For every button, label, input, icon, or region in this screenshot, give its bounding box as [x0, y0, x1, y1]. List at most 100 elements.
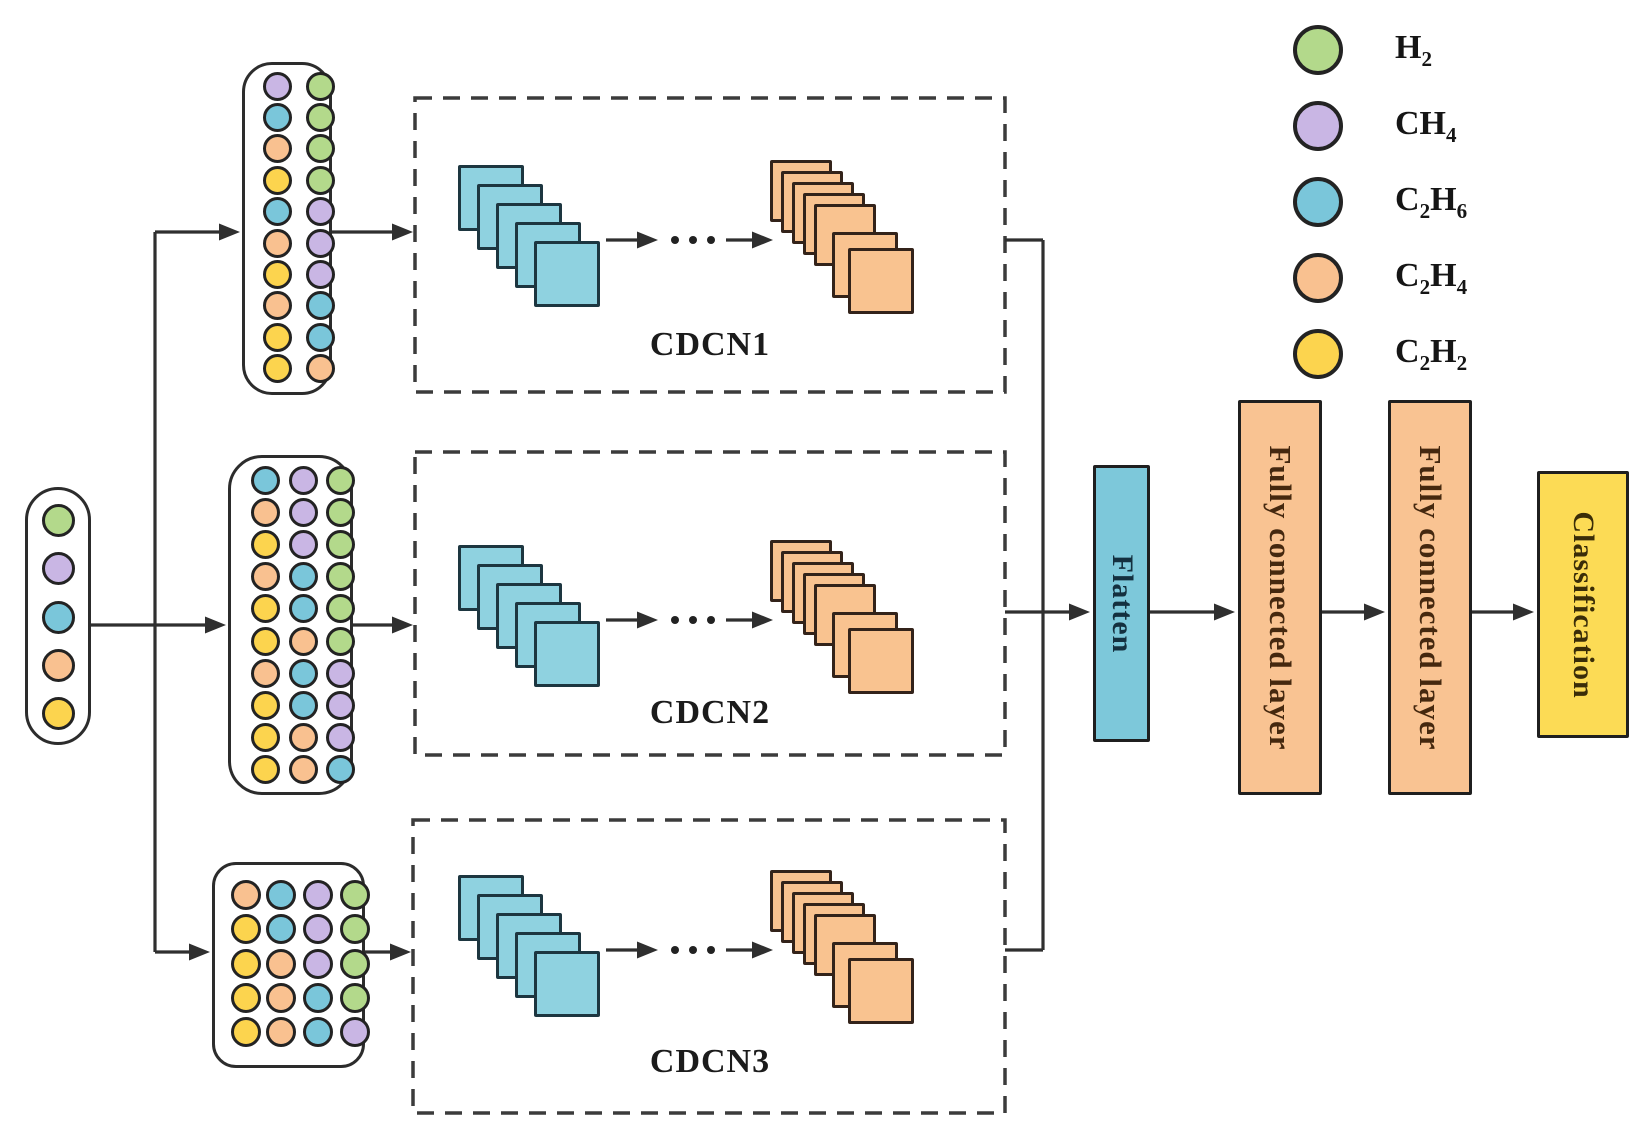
gas-dot-orange [266, 982, 296, 1013]
gas-dot-purple [41, 551, 75, 585]
gas-dot-purple [306, 197, 335, 227]
legend-dot-green [1293, 25, 1343, 75]
arrowhead [752, 611, 773, 629]
gas-dot-orange [41, 648, 75, 682]
ellipsis-dot [689, 616, 697, 624]
arrowhead [219, 223, 240, 241]
gas-dot-blue [288, 562, 318, 592]
gas-dot-yellow [251, 626, 280, 656]
gas-dot-blue [306, 322, 335, 352]
legend-dot-blue [1293, 177, 1343, 227]
legend-item-C2H6: C2H6 [1293, 177, 1467, 227]
gas-dot-yellow [231, 948, 261, 979]
classification-label: Classification [1567, 510, 1600, 699]
gas-dot-blue [288, 690, 318, 720]
gas-dot-yellow [263, 259, 292, 289]
gas-dot-purple [288, 529, 318, 559]
arrowhead [637, 231, 658, 249]
ellipsis-dot [707, 616, 715, 624]
gas-dot-blue [326, 755, 355, 785]
output-feature-map [848, 628, 914, 694]
ellipsis-dot [671, 616, 679, 624]
ellipsis-dot [707, 236, 715, 244]
gas-dot-yellow [263, 354, 292, 384]
fully-connected-layer-2-box: Fully connected layer [1388, 400, 1472, 795]
arrowhead [189, 943, 210, 961]
input-feature-map [534, 951, 600, 1017]
gas-dot-yellow [251, 723, 280, 753]
matrix-triple-combinations [228, 455, 355, 795]
ellipsis-dot [707, 946, 715, 954]
gas-dot-blue [251, 465, 280, 495]
gas-dot-orange [263, 291, 292, 321]
gas-dot-green [340, 982, 370, 1013]
gas-dot-purple [303, 914, 333, 945]
gas-dot-green [41, 503, 75, 537]
gas-dot-green [326, 562, 355, 592]
legend-dot-orange [1293, 253, 1343, 303]
gas-dot-yellow [231, 914, 261, 945]
arrowhead [752, 231, 773, 249]
gas-dot-yellow [251, 529, 280, 559]
gas-dot-green [326, 497, 355, 527]
gas-dot-blue [41, 600, 75, 634]
input-feature-map [534, 621, 600, 687]
gas-dot-orange [263, 134, 292, 164]
gas-dot-orange [251, 562, 280, 592]
legend-label-C2H4: C2H4 [1395, 256, 1468, 299]
gas-dot-orange [266, 948, 296, 979]
legend-item-H2: H2 [1293, 25, 1467, 75]
gas-dot-purple [303, 880, 333, 910]
gas-dot-blue [263, 102, 292, 132]
gas-dot-purple [263, 71, 292, 101]
arrowhead [1364, 603, 1385, 621]
cdcn2-dashed-box [413, 450, 1007, 757]
gas-dot-yellow [263, 165, 292, 195]
gas-dot-orange [288, 626, 318, 656]
gas-dot-purple [288, 497, 318, 527]
legend-item-C2H2: C2H2 [1293, 329, 1467, 379]
legend-dot-yellow [1293, 329, 1343, 379]
gas-dot-yellow [231, 982, 261, 1013]
gas-dot-orange [288, 723, 318, 753]
flatten-layer-box: Flatten [1093, 465, 1150, 742]
gas-dot-blue [303, 1017, 333, 1048]
ellipsis-dot [689, 946, 697, 954]
gas-dot-green [326, 594, 355, 624]
gas-dot-yellow [263, 322, 292, 352]
gas-dot-purple [340, 1017, 370, 1048]
gas-dot-yellow [41, 696, 75, 730]
gas-dot-green [340, 948, 370, 979]
arrowhead [1214, 603, 1235, 621]
arrowhead [390, 943, 411, 961]
output-feature-map [848, 958, 914, 1024]
gas-dot-blue [303, 982, 333, 1013]
cdcn2-label: CDCN2 [649, 694, 771, 731]
legend-item-C2H4: C2H4 [1293, 253, 1467, 303]
gas-dot-yellow [251, 755, 280, 785]
gas-dot-purple [326, 690, 355, 720]
cdcn1-dashed-box [413, 96, 1007, 394]
gas-dot-orange [263, 228, 292, 258]
gas-dot-purple [288, 465, 318, 495]
gas-dot-green [306, 165, 335, 195]
gas-dot-blue [306, 291, 335, 321]
gas-dot-purple [326, 723, 355, 753]
ellipsis-dot [671, 946, 679, 954]
flatten-label: Flatten [1105, 554, 1139, 653]
gas-dot-green [340, 880, 370, 910]
gas-dot-green [340, 914, 370, 945]
gas-dot-purple [303, 948, 333, 979]
cdcn3-dashed-box [411, 818, 1007, 1115]
ellipsis-dot [671, 236, 679, 244]
gas-dot-yellow [251, 594, 280, 624]
gas-dot-blue [288, 594, 318, 624]
output-feature-map [848, 248, 914, 314]
gas-dot-orange [266, 1017, 296, 1048]
gas-dot-orange [288, 755, 318, 785]
fully-connected-layer-1-box: Fully connected layer [1238, 400, 1322, 795]
arrowhead [392, 223, 413, 241]
